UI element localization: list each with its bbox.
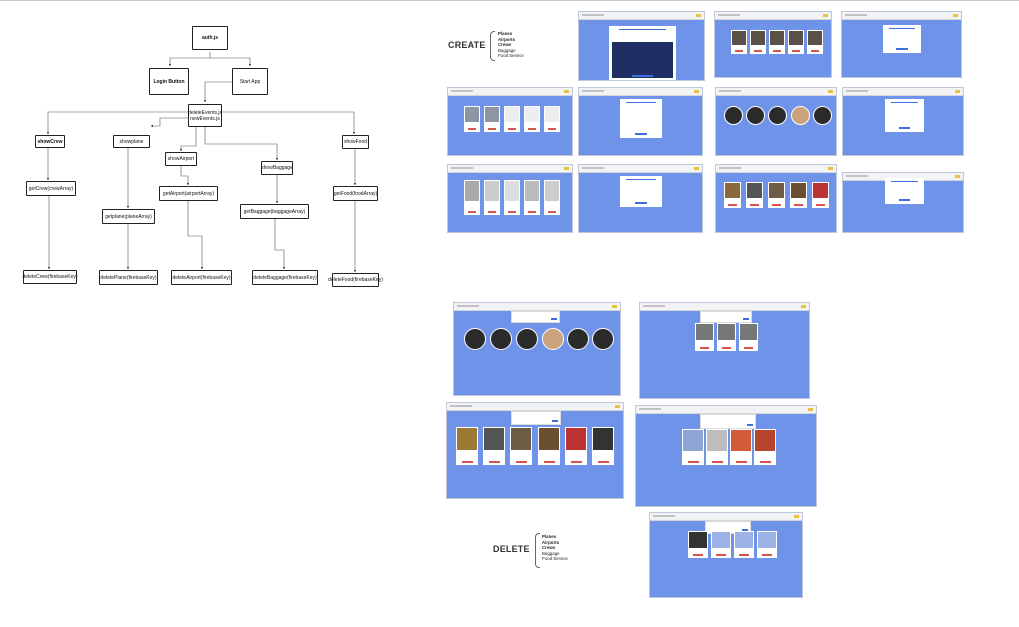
delete-item-crews: Crews (542, 545, 556, 551)
node-start-app: Start App (232, 68, 268, 95)
create-item-food: Food Service (498, 53, 524, 59)
node-delete-airport: deleteAirport(firebaseKey) (171, 270, 232, 285)
node-delete-food: deleteFood(firebaseKey) (328, 273, 383, 287)
delete-item-baggage: Baggage (542, 550, 560, 556)
delete-screenshot-food (446, 402, 624, 499)
node-show-baggage: showBaggage (261, 161, 293, 175)
node-get-airport: getAirport(airportArray) (159, 186, 218, 201)
create-screenshot-crew-form (842, 87, 964, 156)
delete-screenshot-airports (649, 512, 803, 598)
delete-item-airports: Airports (542, 539, 560, 545)
create-items: Planes Airports Crews Baggage Food Servi… (498, 31, 524, 59)
node-delete-baggage: deleteBaggage(firebaseKey) (252, 270, 318, 285)
node-auth: auth.js (192, 26, 228, 50)
create-item-airports: Airports (498, 36, 516, 42)
delete-screenshot-baggage (635, 405, 817, 507)
create-item-baggage: Baggage (498, 47, 516, 53)
node-get-plane: getplane(planeArray) (102, 209, 155, 224)
create-screenshot-food (715, 164, 837, 233)
create-screenshot-plane-form (578, 87, 703, 156)
create-item-crews: Crews (498, 42, 512, 48)
create-screenshot-airports (714, 11, 832, 78)
delete-label: DELETE (493, 544, 530, 554)
create-screenshot-planes (447, 87, 573, 156)
create-screenshot-baggage (447, 164, 573, 233)
delete-screenshot-crew (453, 302, 621, 396)
node-delete-plane: deletePlane(firebaseKey) (99, 270, 158, 285)
node-show-plane: showplane (113, 135, 150, 148)
delete-items: Planes Airports Crews Baggage Food Servi… (542, 534, 568, 562)
create-screenshot-baggage-form (578, 164, 703, 233)
delete-item-planes: Planes (542, 534, 557, 539)
delete-brace (535, 533, 540, 568)
top-divider (0, 0, 1019, 1)
node-get-food: getFood(foodArray) (333, 186, 378, 201)
node-show-food: showFood (342, 135, 369, 149)
create-screenshot-food-form (842, 172, 964, 233)
create-screenshot-airport-form (841, 11, 962, 78)
node-get-baggage: getBaggage(baggageArray) (240, 204, 309, 219)
node-events: deleteEvents.js newEvents.js (188, 104, 222, 127)
delete-screenshot-planes (639, 302, 810, 399)
node-show-crew: showCrew (35, 135, 65, 148)
create-screenshot-crew (715, 87, 837, 156)
node-get-crew: getCrew(crewArray) (26, 181, 76, 196)
delete-item-food: Food Service (542, 556, 568, 562)
node-show-airport: showAirport (165, 152, 197, 166)
create-label: CREATE (448, 40, 486, 50)
create-item-planes: Planes (498, 31, 513, 36)
node-login-button: Login Button (149, 68, 189, 95)
node-delete-crew: deleteCrew(firebaseKey) (22, 270, 78, 284)
create-screenshot-home (578, 11, 705, 81)
create-brace (490, 31, 495, 61)
